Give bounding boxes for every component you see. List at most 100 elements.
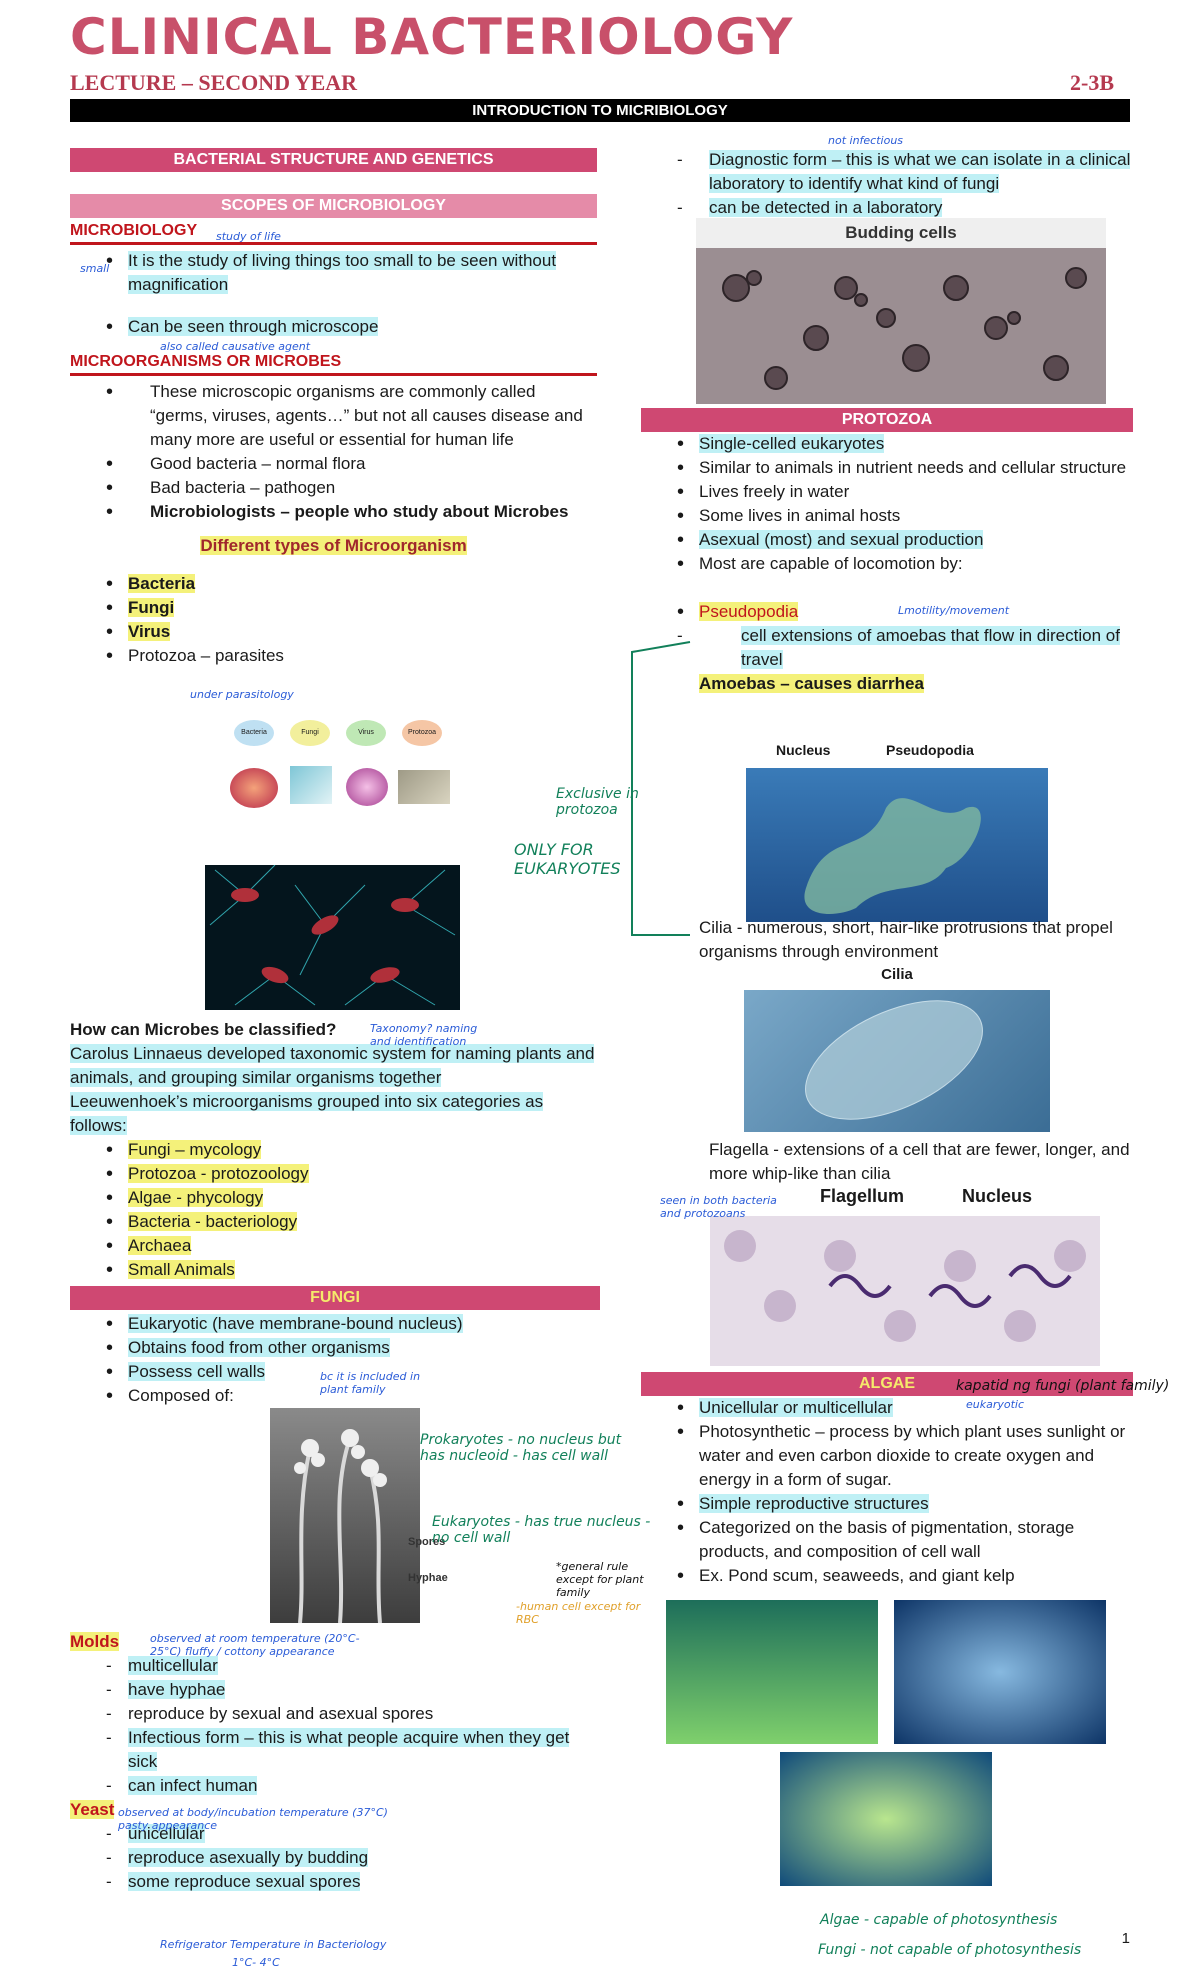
list-item: Virus	[70, 620, 597, 644]
budding-micrograph	[696, 248, 1106, 404]
molds-list: multicellular have hyphae reproduce by s…	[70, 1654, 600, 1798]
note-prokaryotes: Prokaryotes - no nucleus but has nucleoi…	[420, 1432, 622, 1464]
list-item: Can be seen through microscope	[70, 315, 597, 339]
budding-cells-label: Budding cells	[845, 223, 957, 242]
note-causative: also called causative agent	[160, 340, 311, 353]
note-fridge-temp: 1°C- 4°C	[232, 1956, 280, 1969]
list-item: Ex. Pond scum, seaweeds, and giant kelp	[641, 1564, 1133, 1588]
cilia-section: Cilia - numerous, short, hair-like protr…	[641, 916, 1133, 964]
types-list: Bacteria Fungi Virus Protozoa – parasite…	[70, 572, 597, 668]
list-item: Possess cell walls	[70, 1360, 600, 1384]
diagnostic-list: Diagnostic form – this is what we can is…	[641, 148, 1133, 220]
list-item: Protozoa - protozoology	[70, 1162, 600, 1186]
micro-list: It is the study of living things too sma…	[70, 249, 597, 339]
cilia-micrograph	[744, 990, 1050, 1132]
banner-bacterial-structure: BACTERIAL STRUCTURE AND GENETICS	[70, 148, 597, 172]
list-item: Categorized on the basis of pigmentation…	[641, 1516, 1133, 1564]
note-small: small	[80, 262, 110, 275]
list-item: cell extensions of amoebas that flow in …	[641, 624, 1133, 672]
section-code: 2-3B	[1070, 70, 1114, 95]
diatom-image	[894, 1600, 1106, 1744]
locomotion-bracket	[631, 641, 691, 936]
classify-paragraph-2: Leeuwenhoek’s microorganisms grouped int…	[70, 1092, 544, 1135]
flagella-text: Flagella - extensions of a cell that are…	[709, 1140, 1130, 1183]
list-item: Microbiologists – people who study about…	[70, 500, 597, 524]
list-item: Infectious form – this is what people ac…	[70, 1726, 600, 1774]
banner-protozoa: PROTOZOA	[641, 408, 1133, 432]
note-taxonomy: Taxonomy? naming and identification	[370, 1022, 478, 1048]
list-item: Obtains food from other organisms	[70, 1336, 600, 1360]
note-motility: Lmotility/movement	[898, 604, 1010, 617]
list-item: Bad bacteria – pathogen	[70, 476, 597, 500]
amoeba-illustration	[804, 798, 981, 914]
fungi-illustration	[294, 1429, 387, 1623]
note-kapatid: kapatid ng fungi (plant family)	[956, 1378, 1170, 1394]
note-parasitology: under parasitology	[190, 688, 294, 701]
list-item: Most are capable of locomotion by:	[641, 552, 1133, 576]
molds-heading: Molds	[70, 1632, 120, 1651]
classify-heading: How can Microbes be classified?	[70, 1020, 337, 1039]
protozoa-thumbnail	[398, 770, 450, 804]
protozoa-list: Single-celled eukaryotes Similar to anim…	[641, 432, 1133, 576]
classification-section: How can Microbes be classified? Carolus …	[70, 1018, 600, 1408]
banner-fungi: FUNGI	[70, 1286, 600, 1310]
banner-algae: ALGAE	[641, 1372, 1133, 1396]
note-only-eukaryotes: ONLY FOR EUKARYOTES	[514, 840, 621, 878]
heading-microorganisms: MICROORGANISMS OR MICROBES	[70, 351, 597, 376]
bacteria-micrograph	[205, 865, 460, 1010]
note-eukaryotes: Eukaryotes - has true nucleus - no cell …	[432, 1514, 651, 1546]
spores-label: Spores	[408, 1536, 446, 1548]
list-item: Composed of:	[70, 1384, 600, 1408]
microorganism-thumbnails: Bacteria Fungi Virus Protozoa	[230, 720, 460, 820]
flagellum-label: Flagellum	[820, 1186, 905, 1206]
list-item: Pseudopodia	[641, 600, 1133, 624]
yeast-list: unicellular reproduce asexually by buddi…	[70, 1822, 600, 1894]
protozoa-section: PROTOZOA Single-celled eukaryotes Simila…	[641, 408, 1133, 696]
amoeba-micrograph	[746, 768, 1048, 922]
note-exception: *general rule except for plant family	[556, 1560, 644, 1599]
thumb-label: Fungi	[290, 720, 330, 746]
list-item: Fungi	[70, 596, 597, 620]
document-title: CLINICAL BACTERIOLOGY	[70, 8, 794, 66]
list-item: Bacteria	[70, 572, 597, 596]
list-item: Single-celled eukaryotes	[641, 432, 1133, 456]
list-item: Good bacteria – normal flora	[70, 452, 597, 476]
banner-scopes: SCOPES OF MICROBIOLOGY	[70, 194, 597, 218]
list-item: have hyphae	[70, 1678, 600, 1702]
amoeba-image: Nucleus Pseudopodia	[746, 742, 1048, 922]
blood-smear-micrograph	[710, 1216, 1100, 1366]
budding-cells-image: Budding cells	[696, 218, 1106, 404]
amoebas-line: Amoebas – causes diarrhea	[699, 674, 924, 693]
topic-bar: INTRODUCTION TO MICRIBIOLOGY	[70, 99, 1130, 122]
list-item: Archaea	[70, 1234, 600, 1258]
list-item: some reproduce sexual spores	[70, 1870, 600, 1894]
list-item: Simple reproductive structures	[641, 1492, 1133, 1516]
flagellum-image: Flagellum Nucleus	[710, 1186, 1100, 1366]
note-exclusive: Exclusive in protozoa	[556, 786, 639, 818]
note-not-infectious: not infectious	[828, 134, 904, 147]
list-item: reproduce by sexual and asexual spores	[70, 1702, 600, 1726]
list-item: Similar to animals in nutrient needs and…	[641, 456, 1133, 480]
nucleus-label: Nucleus	[776, 742, 831, 758]
list-item: can be detected in a laboratory	[641, 196, 1133, 220]
cilia-image: Cilia	[744, 966, 1050, 1132]
flagellum-nucleus-label: Nucleus	[962, 1186, 1033, 1206]
note-fridge: Refrigerator Temperature in Bacteriology	[160, 1938, 387, 1951]
list-item: Lives freely in water	[641, 480, 1133, 504]
molds-yeast-section: Molds multicellular have hyphae reproduc…	[70, 1630, 600, 1894]
pseudopodia-label: Pseudopodia	[886, 742, 974, 758]
list-item: Diagnostic form – this is what we can is…	[641, 148, 1133, 196]
note-body-temp: observed at body/incubation temperature …	[118, 1806, 388, 1832]
list-item: Protozoa – parasites	[70, 644, 597, 668]
list-item: Bacteria - bacteriology	[70, 1210, 600, 1234]
list-item: can infect human	[70, 1774, 600, 1798]
fungi-thumbnail	[290, 766, 332, 804]
flagella-section: Flagella - extensions of a cell that are…	[641, 1138, 1133, 1186]
page-number: 1	[1121, 1930, 1130, 1947]
fungi-list: Eukaryotic (have membrane-bound nucleus)…	[70, 1312, 600, 1408]
hyphae-label: Hyphae	[408, 1572, 448, 1584]
trypanosome-illustration	[724, 1230, 1086, 1342]
locomotion-list: Pseudopodia cell extensions of amoebas t…	[641, 600, 1133, 672]
list-item: Unicellular or multicellular	[641, 1396, 1133, 1420]
heading-microbiology: MICROBIOLOGY	[70, 220, 597, 245]
